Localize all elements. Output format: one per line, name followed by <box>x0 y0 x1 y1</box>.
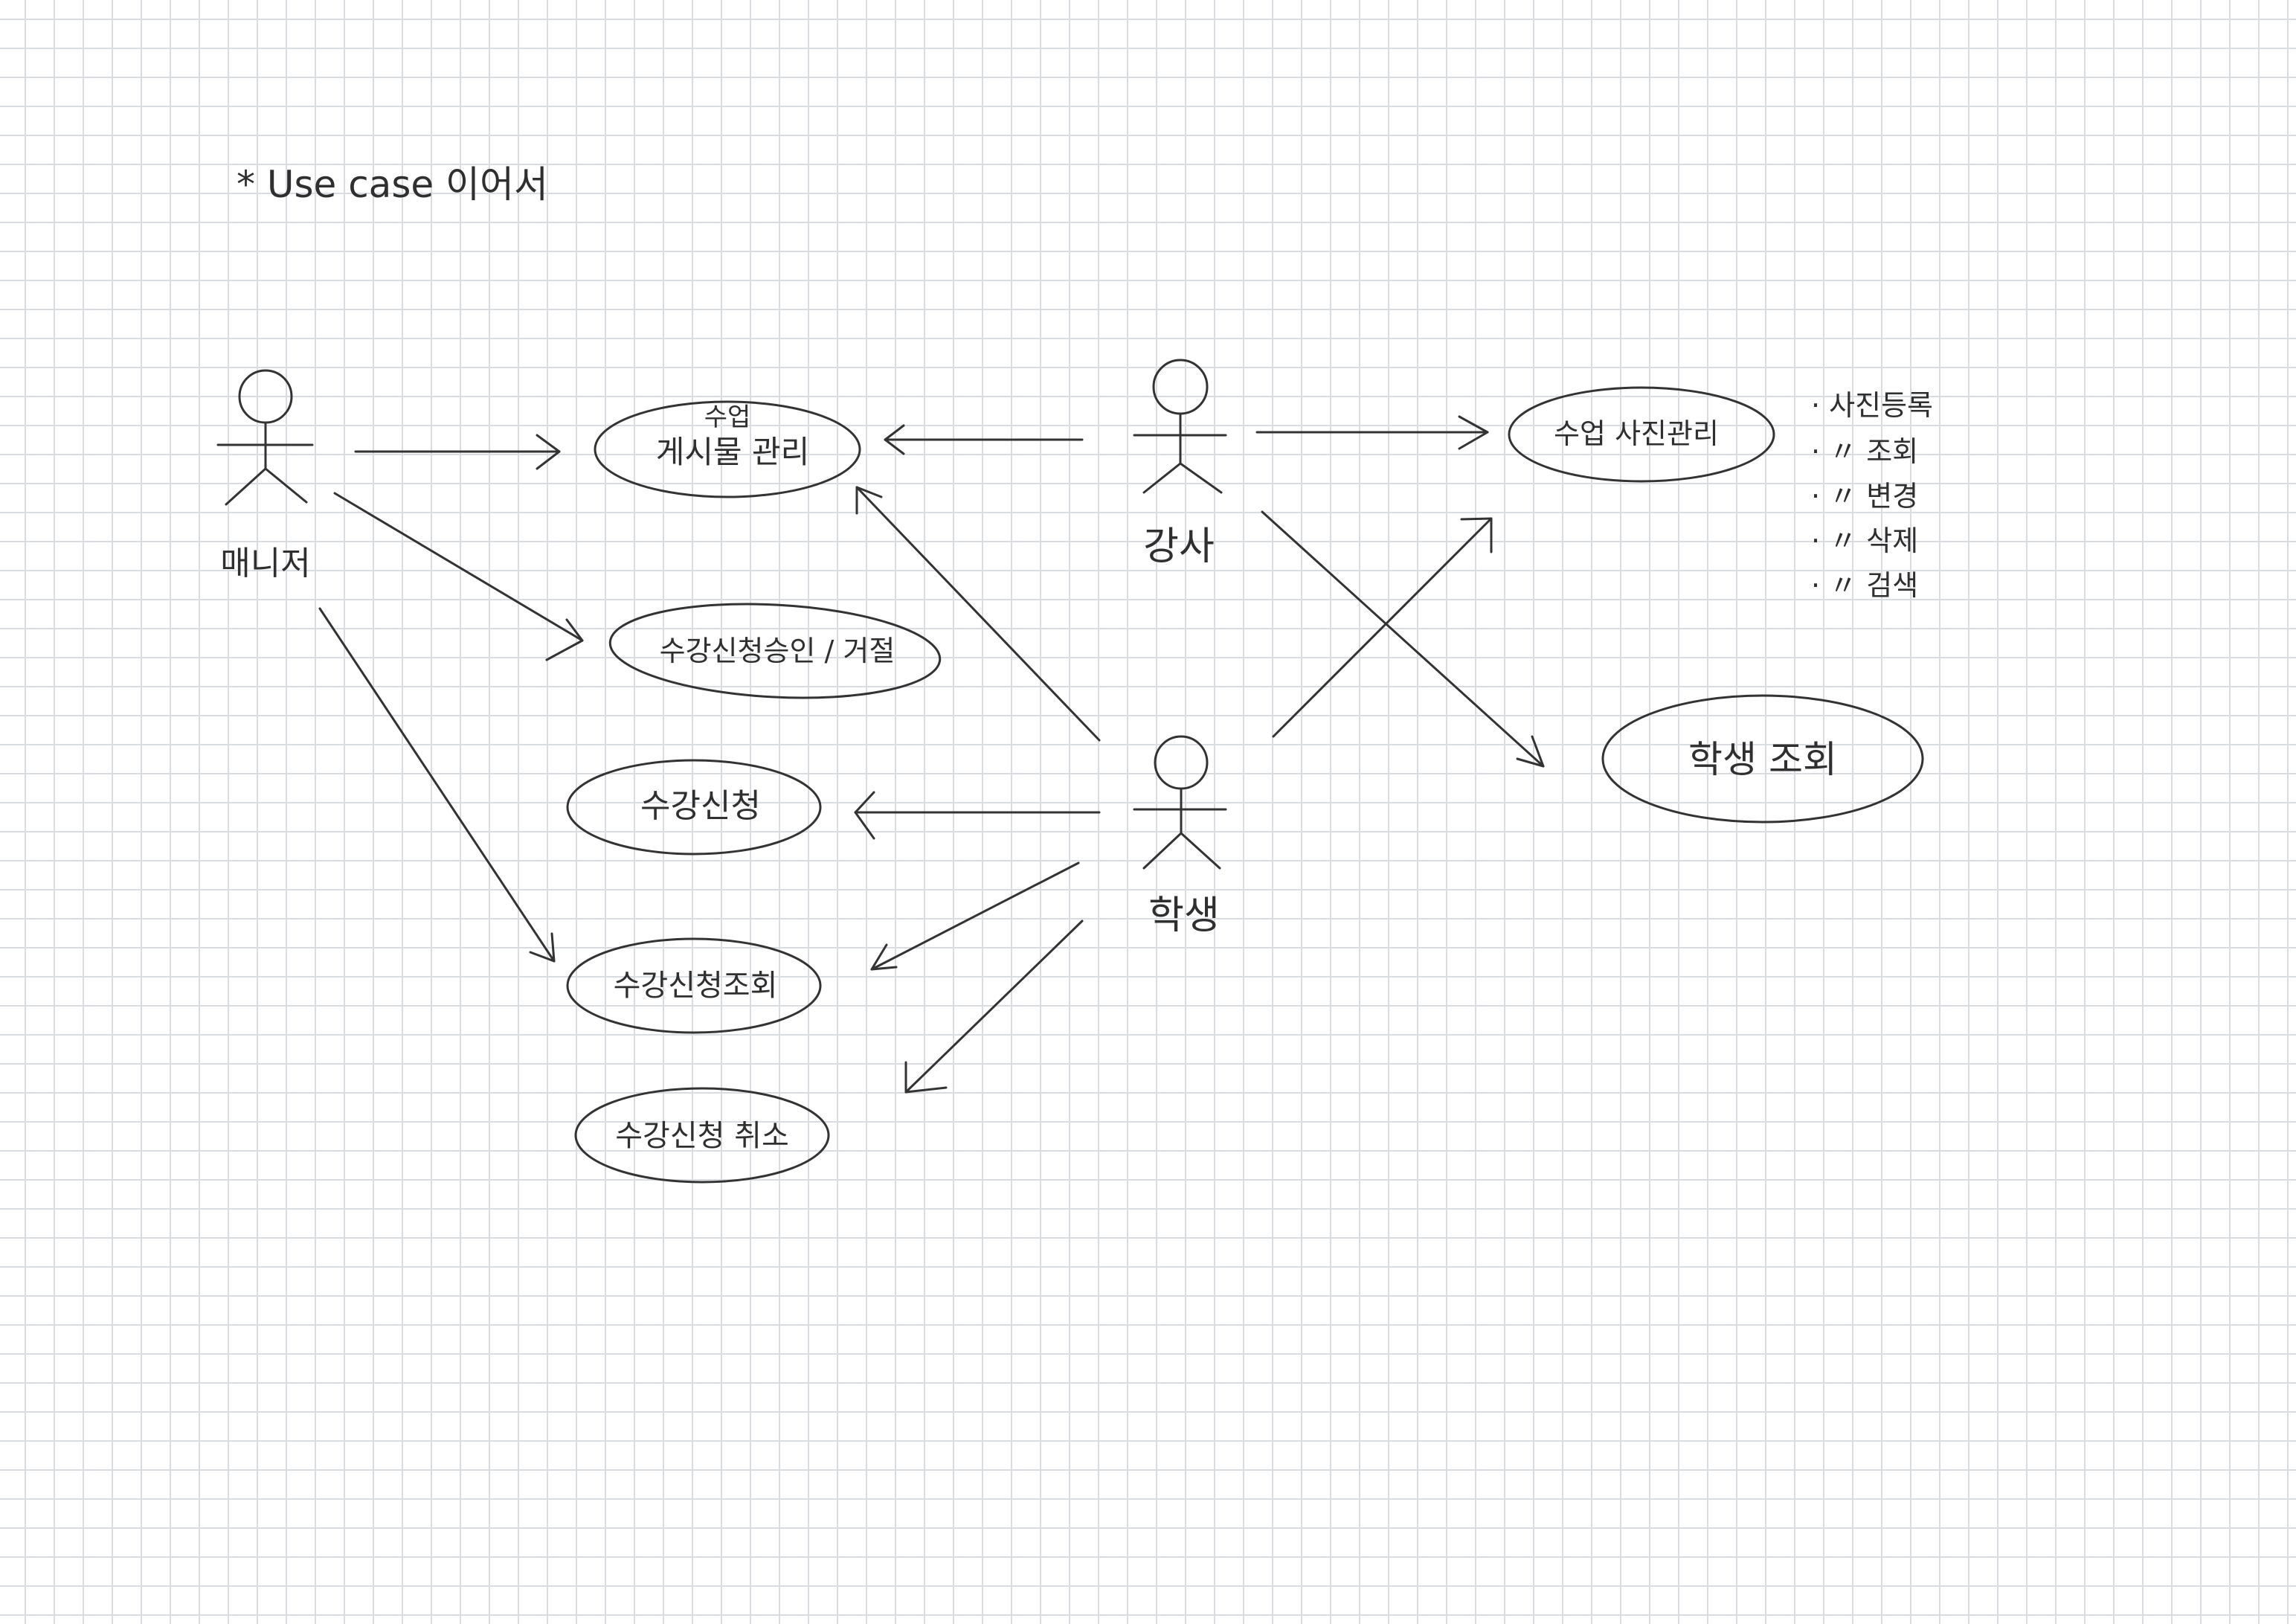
use-case-enroll: 수강신청 <box>566 759 822 856</box>
actor-label-instructor: 강사 <box>1143 524 1215 569</box>
stick-figure-icon <box>1133 735 1227 870</box>
actor-student: 학생 <box>1133 735 1227 938</box>
actor-instructor: 강사 <box>1133 359 1227 569</box>
arrow-student-to-enroll-view <box>870 861 1080 971</box>
arrow-student-to-enroll <box>854 791 1101 840</box>
arrow-instructor-to-post <box>884 424 1084 455</box>
use-case-post-management: 수업 게시물 관리 <box>594 400 861 498</box>
arrow-student-to-post <box>855 486 1101 742</box>
arrow-student-to-photo <box>1272 517 1493 738</box>
use-case-enroll-approve: 수강신청승인 / 거절 <box>608 603 942 699</box>
photo-note: · 사진등록 <box>1811 389 1933 422</box>
actor-label-manager: 매니저 <box>220 545 310 582</box>
use-case-label: 수강신청승인 / 거절 <box>660 635 895 667</box>
diagram-title: * Use case 이어서 <box>237 163 548 206</box>
use-case-photo-management: 수업 사진관리 <box>1508 386 1775 483</box>
use-case-label: 수강신청 <box>640 787 761 825</box>
photo-note: · 〃 검색 <box>1811 569 1918 602</box>
use-case-label: 수업 사진관리 <box>1554 417 1719 450</box>
arrow-manager-to-post <box>354 434 561 470</box>
photo-notes-list: · 사진등록 · 〃 조회 · 〃 변경 · 〃 삭제 · 〃 검색 <box>1811 389 1933 602</box>
use-case-label: 수강신청 취소 <box>615 1119 789 1153</box>
arrow-instructor-to-photo <box>1255 415 1489 450</box>
photo-note: · 〃 삭제 <box>1811 524 1918 557</box>
stick-figure-icon <box>216 369 314 506</box>
actor-manager: 매니저 <box>216 369 314 582</box>
arrow-manager-to-approve <box>333 492 584 661</box>
use-case-enroll-view: 수강신청조회 <box>566 937 822 1034</box>
use-case-enroll-cancel: 수강신청 취소 <box>574 1087 830 1184</box>
arrow-instructor-to-student-view <box>1261 510 1545 768</box>
photo-note: · 〃 변경 <box>1811 480 1918 513</box>
arrow-student-to-enroll-cancel <box>904 919 1084 1094</box>
arrow-manager-to-enroll-view <box>318 607 556 963</box>
use-case-label: 학생 조회 <box>1688 738 1837 781</box>
photo-note: · 〃 조회 <box>1811 435 1918 468</box>
use-case-label: 게시물 관리 <box>656 434 810 470</box>
use-case-label: 수강신청조회 <box>614 969 778 1003</box>
actor-label-student: 학생 <box>1148 893 1220 938</box>
use-case-student-view: 학생 조회 <box>1601 694 1924 824</box>
stick-figure-icon <box>1133 359 1227 494</box>
use-case-label: 수업 <box>704 402 751 432</box>
